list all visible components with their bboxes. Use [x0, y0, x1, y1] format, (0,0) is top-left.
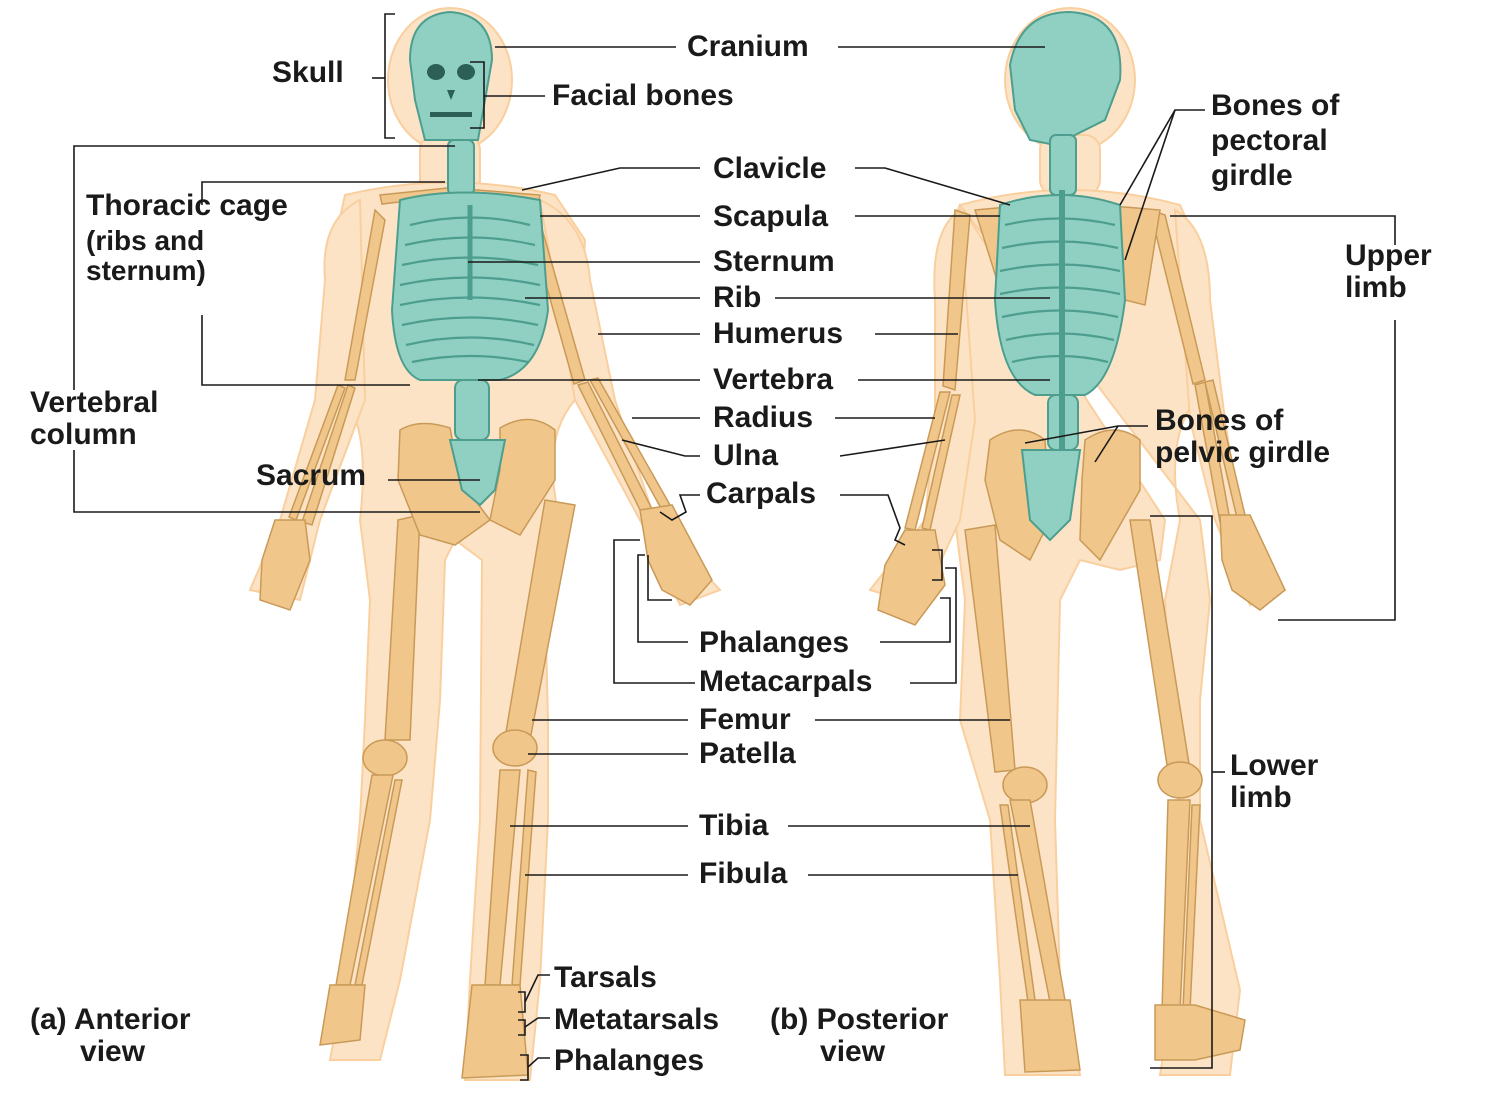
- label-vertebral-column: Vertebral column: [30, 386, 159, 451]
- label-metatarsals: Metatarsals: [554, 1003, 720, 1036]
- label-carpals: Carpals: [706, 477, 817, 510]
- label-sacrum: Sacrum: [256, 459, 367, 492]
- label-tibia: Tibia: [699, 809, 769, 842]
- label-cranium: Cranium: [687, 30, 809, 63]
- posterior-rib-lines: [999, 190, 1121, 450]
- label-skull: Skull: [272, 56, 344, 89]
- label-radius: Radius: [713, 401, 814, 434]
- leader-lines: [73, 13, 1396, 1081]
- label-upper-limb: Upper limb: [1345, 239, 1432, 304]
- label-patella: Patella: [699, 737, 796, 770]
- label-ulna: Ulna: [713, 439, 779, 472]
- label-humerus: Humerus: [713, 317, 844, 350]
- label-scapula: Scapula: [713, 200, 829, 233]
- label-pelvic-girdle: Bones of pelvic girdle: [1155, 404, 1331, 469]
- label-fibula: Fibula: [699, 857, 788, 890]
- label-vertebra: Vertebra: [713, 363, 834, 396]
- label-phalanges-foot: Phalanges: [554, 1044, 705, 1077]
- label-thoracic-sub: (ribs and sternum): [86, 225, 206, 286]
- label-rib: Rib: [713, 281, 762, 314]
- label-clavicle: Clavicle: [713, 152, 827, 185]
- label-metacarpals: Metacarpals: [699, 665, 873, 698]
- posterior-figure: [868, 7, 1287, 1076]
- label-anterior-view: (a) Anterior view: [30, 1003, 191, 1068]
- anterior-figure: [248, 7, 722, 1081]
- anterior-skull-features: [427, 64, 475, 117]
- label-lower-limb: Lower limb: [1230, 749, 1319, 814]
- label-pectoral-girdle: Bones of pectoral girdle: [1211, 89, 1340, 192]
- label-phalanges-hand: Phalanges: [699, 626, 850, 659]
- label-sternum: Sternum: [713, 245, 835, 278]
- label-facial-bones: Facial bones: [552, 79, 734, 112]
- label-tarsals: Tarsals: [554, 961, 657, 994]
- label-thoracic-cage: Thoracic cage: [86, 189, 288, 222]
- label-posterior-view: (b) Posterior view: [770, 1003, 949, 1068]
- label-femur: Femur: [699, 703, 791, 736]
